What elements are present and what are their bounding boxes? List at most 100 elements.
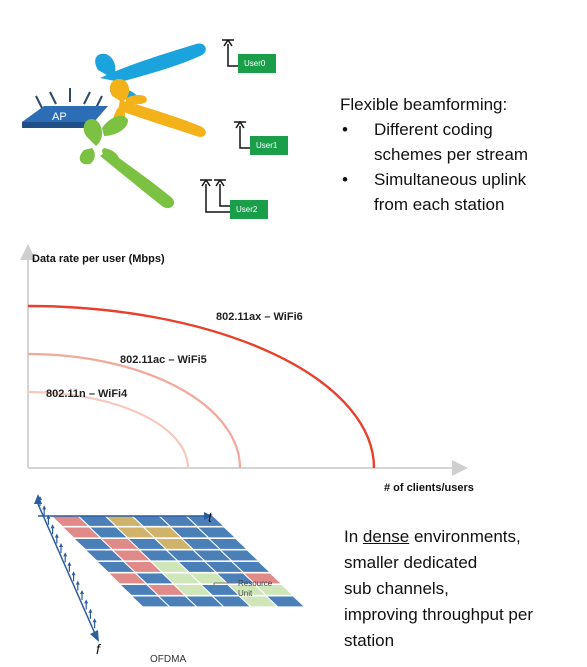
series-curves: [27, 304, 376, 469]
ofdma-text-line: sub channels,: [344, 579, 449, 598]
time-axis-arrow: [204, 512, 212, 520]
resource-unit-cell: [175, 585, 211, 595]
series-curve: [27, 304, 376, 469]
subcarrier-arrow: [46, 514, 51, 519]
y-axis-label: Data rate per user (Mbps): [32, 253, 165, 265]
beamforming-title: Flexible beamforming:: [340, 95, 508, 114]
resource-unit-cell: [140, 550, 177, 561]
resource-unit-cell: [113, 550, 150, 561]
resource-unit-cell: [106, 516, 142, 526]
resource-unit-label: Unit: [238, 589, 253, 598]
series-label: 802.11ax – WiFi6: [216, 311, 303, 323]
ofdma-text-line: In dense environments,: [344, 524, 584, 550]
subcarrier-arrow: [75, 580, 80, 585]
resource-unit-cell: [194, 550, 231, 561]
resource-unit-cell: [167, 550, 204, 561]
resource-unit-cell: [190, 573, 227, 584]
resource-unit-cell: [144, 527, 181, 538]
resource-unit-cell: [63, 527, 100, 538]
subcarrier-arrow: [63, 552, 68, 557]
resource-unit-cell: [121, 585, 157, 595]
ofdma-caption: OFDMA: [150, 654, 186, 665]
series-label: 802.11ac – WiFi5: [120, 354, 207, 366]
user-antennas: [200, 39, 250, 213]
resource-unit-cell: [136, 573, 173, 584]
x-axis-label: # of clients/users: [384, 482, 474, 492]
ofdma-text-line: station: [344, 631, 395, 650]
frequency-axis-line: [37, 503, 97, 637]
resource-unit-cell: [221, 550, 258, 561]
resource-unit-cell: [148, 585, 184, 595]
ofdma-diagram: t f OFDMA Resource Unit: [34, 494, 304, 665]
beam-user2: [79, 115, 175, 209]
bullet-item: • Different coding schemes per stream: [340, 117, 580, 167]
resource-unit-cell: [86, 550, 123, 561]
resource-unit-cell: [233, 562, 269, 572]
bullet-line: Simultaneous uplink: [374, 170, 527, 189]
beamforming-illustration: AP: [22, 39, 250, 213]
resource-unit-cell: [179, 562, 215, 572]
resource-unit-cell: [90, 527, 127, 538]
data-rate-chart: Data rate per user (Mbps) # of clients/u…: [20, 244, 474, 492]
resource-unit-cell: [79, 516, 115, 526]
subcarrier-arrow: [67, 561, 72, 566]
bullet-line: schemes per stream: [374, 145, 528, 164]
resource-unit-cell: [132, 596, 169, 607]
resource-unit-cell: [206, 562, 242, 572]
frequency-axis-arrow: [90, 630, 99, 642]
subcarrier-arrow: [92, 618, 97, 623]
resource-unit-cell: [202, 585, 238, 595]
resource-unit-callout: Resource Unit: [213, 579, 273, 598]
user2-badge: User2: [230, 200, 268, 219]
series-curve: [27, 352, 242, 469]
time-axis-label: t: [208, 509, 213, 525]
subcarrier-arrow: [50, 524, 55, 529]
resource-unit-cell: [187, 516, 223, 526]
resource-unit-cell: [171, 527, 208, 538]
subcarrier-arrow: [59, 543, 63, 547]
subcarrier-arrow: [88, 608, 93, 613]
user1-badge: User1: [250, 136, 288, 155]
resource-unit-cell: [133, 516, 169, 526]
bullet-line: Different coding: [374, 120, 493, 139]
resource-unit-cell: [210, 539, 246, 549]
resource-unit-cell: [129, 539, 165, 549]
subcarrier-arrow: [42, 505, 47, 510]
resource-unit-cell: [152, 562, 188, 572]
beamforming-bullets: • Different coding schemes per stream • …: [340, 117, 580, 217]
user0-badge: User0: [238, 54, 276, 73]
bullet-marker: •: [342, 170, 348, 189]
resource-unit-cell: [256, 585, 292, 595]
beamforming-description: Flexible beamforming: • Different coding…: [340, 92, 580, 217]
resource-unit-cell: [98, 562, 134, 572]
subcarrier-arrow: [80, 590, 84, 594]
bullet-line: from each station: [374, 195, 505, 214]
ofdma-text-emphasis: dense: [362, 527, 410, 546]
ap-device: AP: [22, 106, 108, 128]
resource-unit-cell: [102, 539, 138, 549]
resource-unit-cell: [244, 573, 281, 584]
resource-unit-cell: [198, 527, 235, 538]
series-label: 802.11n – WiFi4: [46, 388, 128, 400]
ofdma-text-line: improving throughput per: [344, 605, 534, 624]
resource-unit-cell: [267, 596, 304, 607]
subcarrier-arrow: [54, 533, 59, 538]
subcarrier-arrow: [84, 599, 89, 604]
resource-unit-cell: [229, 585, 265, 595]
resource-unit-cell: [117, 527, 154, 538]
resource-unit-cell: [159, 596, 196, 607]
ofdma-description: In dense environments, smaller dedicated…: [344, 524, 584, 654]
ofdma-text-line: smaller dedicated: [344, 553, 478, 572]
bullet-marker: •: [342, 120, 348, 139]
resource-unit-cell: [160, 516, 196, 526]
resource-unit-cell: [156, 539, 192, 549]
resource-unit-cell: [109, 573, 146, 584]
resource-unit-cell: [75, 539, 111, 549]
bullet-item: • Simultaneous uplink from each station: [340, 167, 580, 217]
ofdma-text-fragment: In: [344, 527, 363, 546]
ofdma-resource-grid: [52, 516, 304, 607]
ofdma-text-fragment: environments,: [409, 527, 521, 546]
resource-unit-cell: [217, 573, 254, 584]
resource-unit-cell: [125, 562, 161, 572]
subcarrier-arrow: [71, 571, 76, 576]
